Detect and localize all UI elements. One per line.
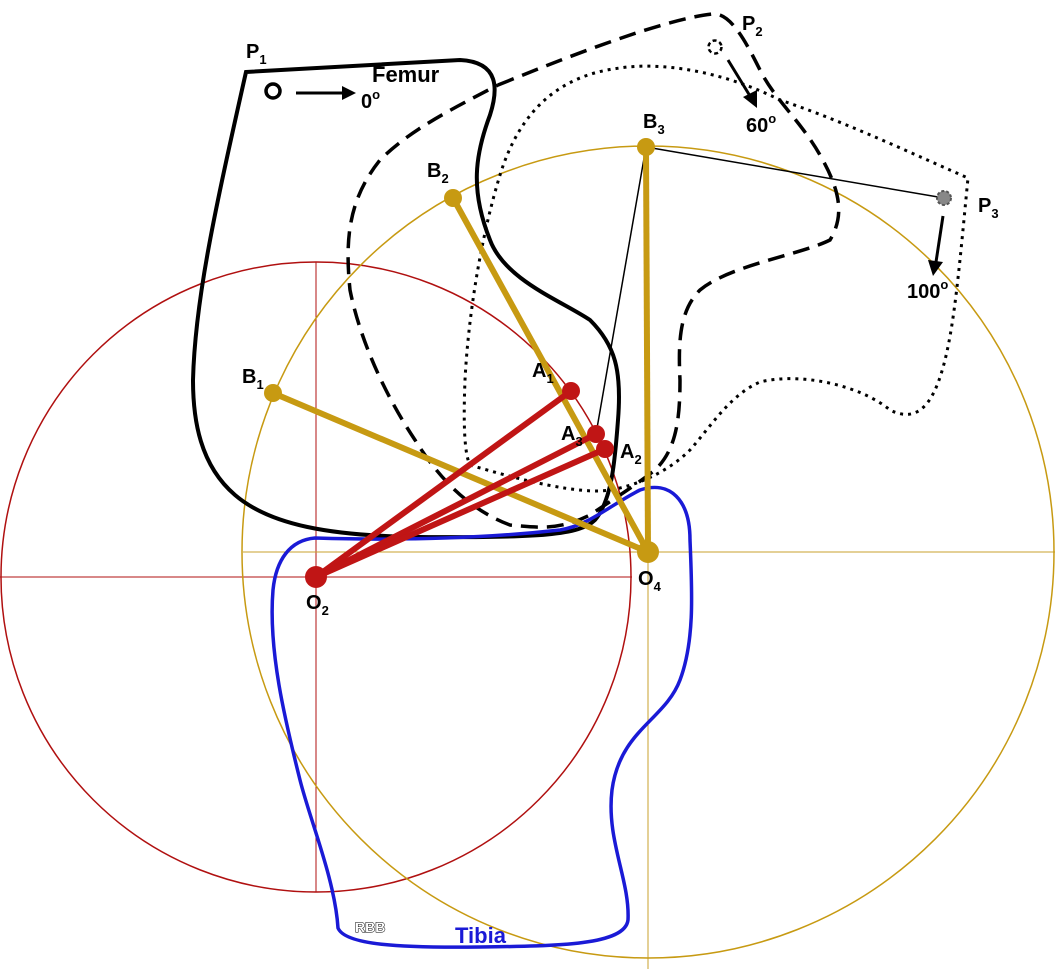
marker-p2-point	[707, 39, 723, 55]
joint-b1	[264, 384, 282, 402]
joint-a3	[587, 425, 605, 443]
joint-a1	[562, 382, 580, 400]
joint-b3	[637, 138, 655, 156]
joint-o2	[305, 566, 327, 588]
b3-a3-thin-line	[595, 146, 647, 435]
link-o2-a2	[314, 446, 607, 580]
label-b2: B2	[427, 160, 449, 186]
link-o4-b3	[643, 146, 651, 553]
arrow-100deg	[934, 215, 945, 263]
label-p2: P2	[742, 13, 763, 39]
label-b1: B1	[242, 366, 264, 392]
label-b3: B3	[643, 111, 665, 137]
joint-b2	[444, 189, 462, 207]
label-tibia: Tibia	[455, 923, 507, 948]
label-femur: Femur	[372, 62, 440, 87]
marker-p1-point	[264, 82, 282, 100]
label-p1: P1	[246, 41, 267, 67]
label-o2: O2	[306, 592, 329, 618]
femur-outline-100deg	[462, 64, 970, 493]
joint-o4	[637, 541, 659, 563]
label-p3: P3	[978, 195, 999, 221]
arrowhead-60deg-icon	[743, 90, 757, 108]
arrowhead-100deg-icon	[928, 260, 943, 276]
label-a2: A2	[620, 441, 642, 467]
label-rbb: RBB	[355, 919, 385, 935]
femur-outline-0deg	[190, 57, 622, 540]
label-a1: A1	[532, 360, 554, 386]
o2-circle	[0, 261, 632, 893]
label-a3: A3	[561, 423, 583, 449]
arrow-60deg	[726, 59, 752, 97]
link-o2-a1	[314, 388, 573, 580]
femur-outline-60deg	[346, 12, 841, 529]
label-angle-60: 60o	[746, 111, 776, 137]
label-angle-100: 100o	[907, 277, 948, 303]
joint-a2	[596, 440, 614, 458]
label-angle-0: 0o	[361, 87, 380, 113]
link-o4-b2	[450, 196, 651, 554]
label-o4: O4	[638, 568, 662, 594]
tibia-outline	[270, 485, 694, 949]
marker-p3-point	[936, 190, 952, 206]
arrowhead-0deg-icon	[342, 86, 356, 100]
b3-p3-thin-line	[645, 146, 945, 199]
